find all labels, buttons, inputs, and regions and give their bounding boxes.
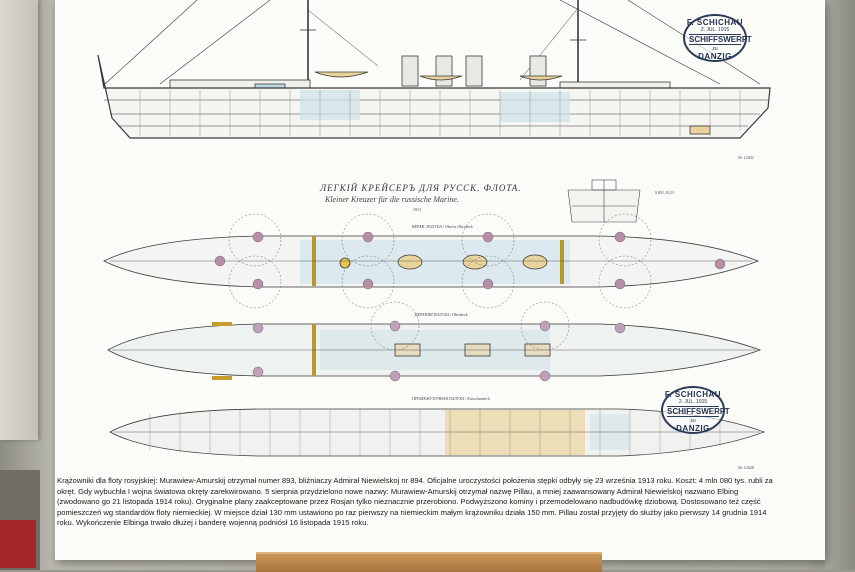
plan-view-middle [107,322,762,380]
deck-label-tween: ПРОМЕЖУТОЧНАЯ ПАЛУБА / Zwischendeck [412,396,490,401]
guns-upper [214,231,726,290]
wooden-frame-edge [256,552,602,572]
left-display-panel [0,0,38,440]
stamp-date: 2. JUL. 1915 [678,399,708,405]
deck-label-main: ВЕРХНЯЯ ПАЛУБА / Oberdeck [415,312,468,317]
stamp-date: 2. JUL. 1915 [700,27,730,33]
sheet-number: S 851 10.23 [655,190,674,195]
stamp-yard: SCHIFFSWERFT [689,34,752,45]
right-wall-post [825,0,855,570]
side-elevation [97,0,771,139]
deck-label-upper: ВЕРХН. ПАЛУБА / Oberes Oberdeck [412,224,473,229]
gun-circles-upper [228,213,652,309]
cross-section-drawing [567,179,641,223]
guns-middle [252,320,626,382]
stamp-name: F. SCHICHAU [686,18,744,27]
gun-circles-middle [370,301,570,351]
stamp-zu: zu [712,46,718,52]
plan-view-upper [103,235,760,288]
drawing-title-russian: ЛЕГКІЙ КРЕЙСЕРЪ ДЛЯ РУССК. ФЛОТА. [320,183,522,193]
sheet-number-2: Nr. 12032 [738,155,754,160]
stamp-zu: zu [690,418,696,424]
shipyard-stamp: F. SCHICHAU 2. JUL. 1915 SCHIFFSWERFT zu… [683,14,752,62]
plan-view-lower [109,408,766,457]
shipyard-stamp-lower: F. SCHICHAU 2. JUL. 1915 SCHIFFSWERFT zu… [661,386,730,434]
sheet-number-3: Nr. 12028 [738,465,754,470]
red-sign [0,520,36,568]
stamp-yard: SCHIFFSWERFT [667,406,730,417]
stamp-city: DANZIG [676,424,710,433]
drawing-title-german: Kleiner Kreuzer für die russische Marine… [325,195,459,204]
stamp-name: F. SCHICHAU [664,390,722,399]
stamp-city: DANZIG [698,52,732,61]
exhibit-caption: Krążowniki dla floty rosyjskiej: Murawie… [57,476,773,527]
year-label: 1913 [413,207,421,212]
hull-frame-lines [139,90,741,136]
